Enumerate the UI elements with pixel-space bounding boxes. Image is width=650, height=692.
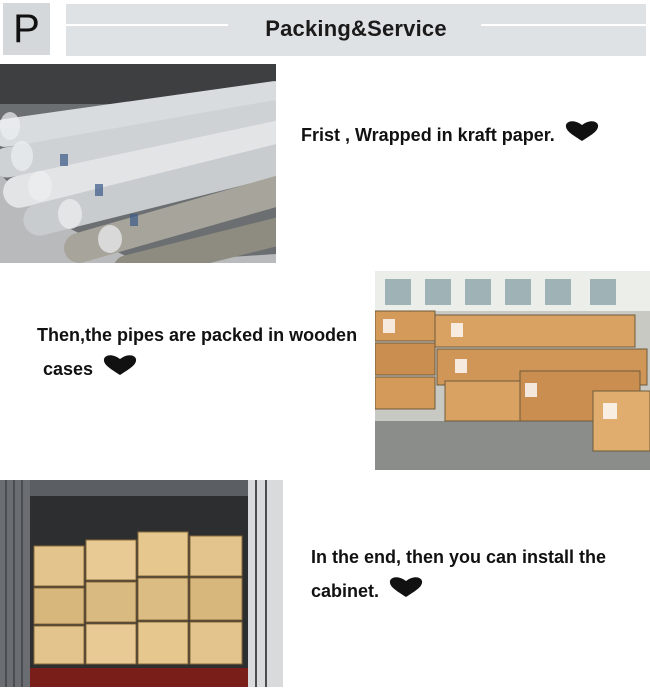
heart-icon [103,353,137,387]
step-2-line-1: Then,the pipes are packed in wooden [37,325,358,345]
banner-divider-right [481,24,646,26]
badge-letter: P [13,6,40,51]
section-badge: P [3,3,50,55]
section-title: Packing&Service [265,16,447,41]
heart-icon [565,119,599,153]
step-3-line-1: In the end, then you can install the [311,547,607,567]
container-loading-photo [0,480,283,687]
heart-icon [389,575,423,609]
step-1-text: Frist , Wrapped in kraft paper. [301,125,555,145]
step-3-caption: In the end, then you can install the cab… [311,540,606,609]
section-banner: Packing&Service [66,4,646,56]
step-2-caption: Then,the pipes are packed in wooden case… [37,318,357,387]
step-3-line-2: cabinet. [311,581,380,601]
step-2-line-2: cases [43,359,94,379]
step-1-caption: Frist , Wrapped in kraft paper. [301,118,599,153]
wrapped-pipes-photo [0,64,276,263]
wooden-cases-photo [375,271,650,470]
banner-divider-left [66,24,228,26]
